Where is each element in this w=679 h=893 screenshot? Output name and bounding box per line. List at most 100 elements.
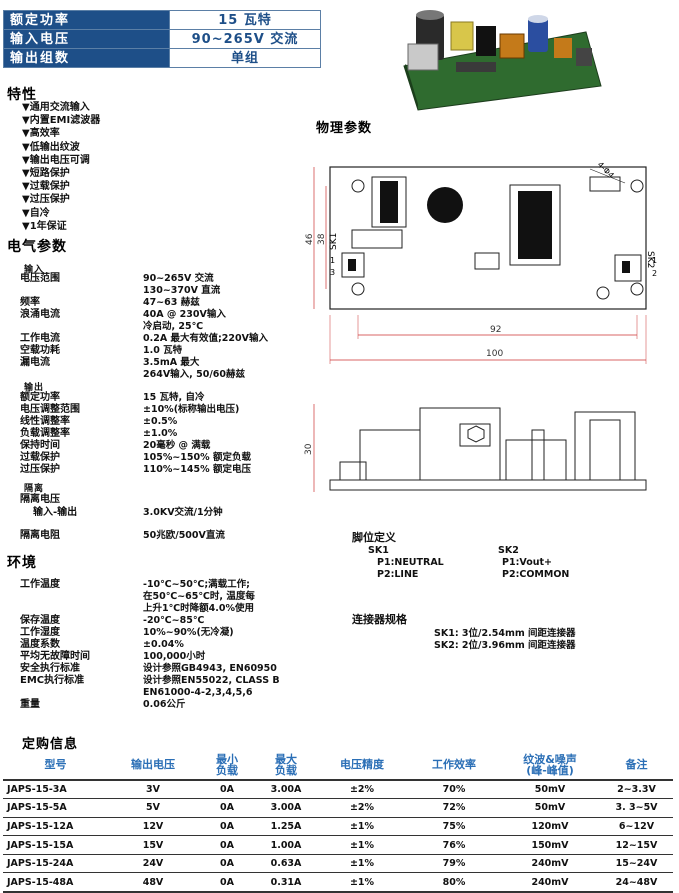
physical-title: 物理参数 [316, 121, 373, 136]
order-cell: 0A [198, 798, 256, 818]
pins-sk2-p1: P1:Vout+ [502, 557, 552, 568]
spec-row: 输出组数 单组 [3, 48, 321, 68]
order-cell: 24V [108, 854, 198, 874]
spec-row: 输入电压 90~265V 交流 [3, 29, 321, 49]
feature-item: ▼输出电压可调 [22, 154, 90, 166]
environment-value: -20℃~85℃ [143, 615, 205, 626]
order-cell: JAPS-15-12A [3, 817, 108, 837]
electrical-label: 空载功耗 [20, 345, 60, 356]
order-cell: 1.25A [256, 817, 316, 837]
dim-side-height: 30 [304, 443, 314, 455]
order-header-cell: 输出电压 [108, 750, 198, 781]
environment-value: -10℃~50℃;满载工作; [143, 579, 250, 590]
order-cell: 120mV [500, 817, 600, 837]
order-cell: 240mV [500, 872, 600, 893]
order-cell: 0A [198, 817, 256, 837]
feature-item: ▼内置EMI滤波器 [22, 115, 101, 127]
electrical-label: 过载保护 [20, 452, 60, 463]
order-cell: ±1% [316, 835, 408, 855]
order-cell: 76% [408, 835, 500, 855]
order-cell: 3.00A [256, 798, 316, 818]
product-photo [403, 10, 602, 111]
dim-inner-height: 38 [317, 233, 327, 245]
spec-value: 15 瓦特 [169, 10, 321, 30]
order-cell: 15V [108, 835, 198, 855]
electrical-value: 20毫秒 @ 满载 [143, 440, 211, 451]
environment-value: 100,000小时 [143, 651, 206, 662]
feature-item: ▼过载保护 [22, 181, 70, 193]
order-cell: JAPS-15-24A [3, 854, 108, 874]
order-cell: 6~12V [600, 817, 673, 837]
electrical-label: 工作电流 [20, 333, 60, 344]
electrical-value: 0.2A 最大有效值;220V输入 [143, 333, 268, 344]
order-header-cell: 最大 负载 [256, 750, 316, 781]
electrical-label: 保持时间 [20, 440, 60, 451]
order-cell: ±1% [316, 872, 408, 893]
electrical-value: ±0.5% [143, 416, 178, 427]
spec-value: 单组 [169, 48, 321, 68]
order-cell: 12V [108, 817, 198, 837]
dim-inner-width: 92 [490, 325, 501, 335]
electrical-label: 频率 [20, 297, 40, 308]
electrical-value: 冷启动, 25℃ [143, 321, 204, 332]
order-cell: 15~24V [600, 854, 673, 874]
electrical-label: 过压保护 [20, 464, 60, 475]
electrical-value: 50兆欧/500V直流 [143, 530, 225, 541]
connector-sk2: SK2: 2位/3.96mm 间距连接器 [434, 640, 576, 651]
order-cell: 240mV [500, 854, 600, 874]
connector-sk1: SK1: 3位/2.54mm 间距连接器 [434, 628, 576, 639]
pins-sk1-title: SK1 [368, 545, 389, 556]
order-cell: 150mV [500, 835, 600, 855]
order-cell: ±2% [316, 798, 408, 818]
order-cell: 0.31A [256, 872, 316, 893]
order-cell: JAPS-15-5A [3, 798, 108, 818]
order-cell: 50mV [500, 780, 600, 800]
order-header-cell: 纹波&噪声 (峰-峰值) [500, 750, 600, 781]
environment-label: 温度系数 [20, 639, 60, 650]
electrical-label: 电压范围 [20, 273, 60, 284]
dim-width: 100 [486, 349, 503, 359]
spec-key: 额定功率 [3, 10, 170, 30]
order-cell: 50mV [500, 798, 600, 818]
order-cell: 24~48V [600, 872, 673, 893]
order-header-cell: 备注 [600, 750, 673, 781]
sk1-pin-3: 3 [330, 268, 335, 277]
electrical-value: 1.0 瓦特 [143, 345, 183, 356]
order-cell: 48V [108, 872, 198, 893]
electrical-value: 3.0KV交流/1分钟 [143, 507, 223, 518]
order-cell: 0A [198, 835, 256, 855]
electrical-label: 隔离电阻 [20, 530, 60, 541]
order-cell: JAPS-15-3A [3, 780, 108, 800]
feature-item: ▼通用交流输入 [22, 102, 90, 113]
sk2-label: SK2 [645, 251, 655, 268]
sk1-pin-1: 1 [330, 256, 335, 265]
order-cell: 3V [108, 780, 198, 800]
pins-sk2-title: SK2 [498, 545, 519, 556]
feature-item: ▼低输出纹波 [22, 141, 80, 153]
electrical-value: 90~265V 交流 [143, 273, 214, 284]
order-cell: ±1% [316, 854, 408, 874]
output-subtitle: 输出 [24, 383, 45, 393]
order-title: 定购信息 [22, 737, 79, 752]
environment-value: EN61000-4-2,3,4,5,6 [143, 687, 253, 698]
top-view-drawing: 4-Φ4 SK1 SK2 1 3 1 2 46 38 92 100 [305, 160, 657, 364]
order-cell: JAPS-15-48A [3, 872, 108, 893]
environment-label: 平均无故障时间 [20, 651, 90, 662]
electrical-label: 电压调整范围 [20, 404, 80, 415]
electrical-value: 110%~145% 额定电压 [143, 464, 251, 475]
environment-label: 安全执行标准 [20, 663, 80, 674]
electrical-value: 15 瓦特, 自冷 [143, 392, 205, 403]
order-cell: 0.63A [256, 854, 316, 874]
order-cell: 79% [408, 854, 500, 874]
order-header-cell: 工作效率 [408, 750, 500, 781]
order-header-cell: 最小 负载 [198, 750, 256, 781]
pins-title: 脚位定义 [352, 531, 396, 544]
environment-title: 环境 [7, 555, 37, 571]
pins-sk2-p2: P2:COMMON [502, 569, 570, 580]
electrical-value: 105%~150% 额定负载 [143, 452, 251, 463]
order-cell: 5V [108, 798, 198, 818]
electrical-value: 3.5mA 最大 [143, 357, 200, 368]
